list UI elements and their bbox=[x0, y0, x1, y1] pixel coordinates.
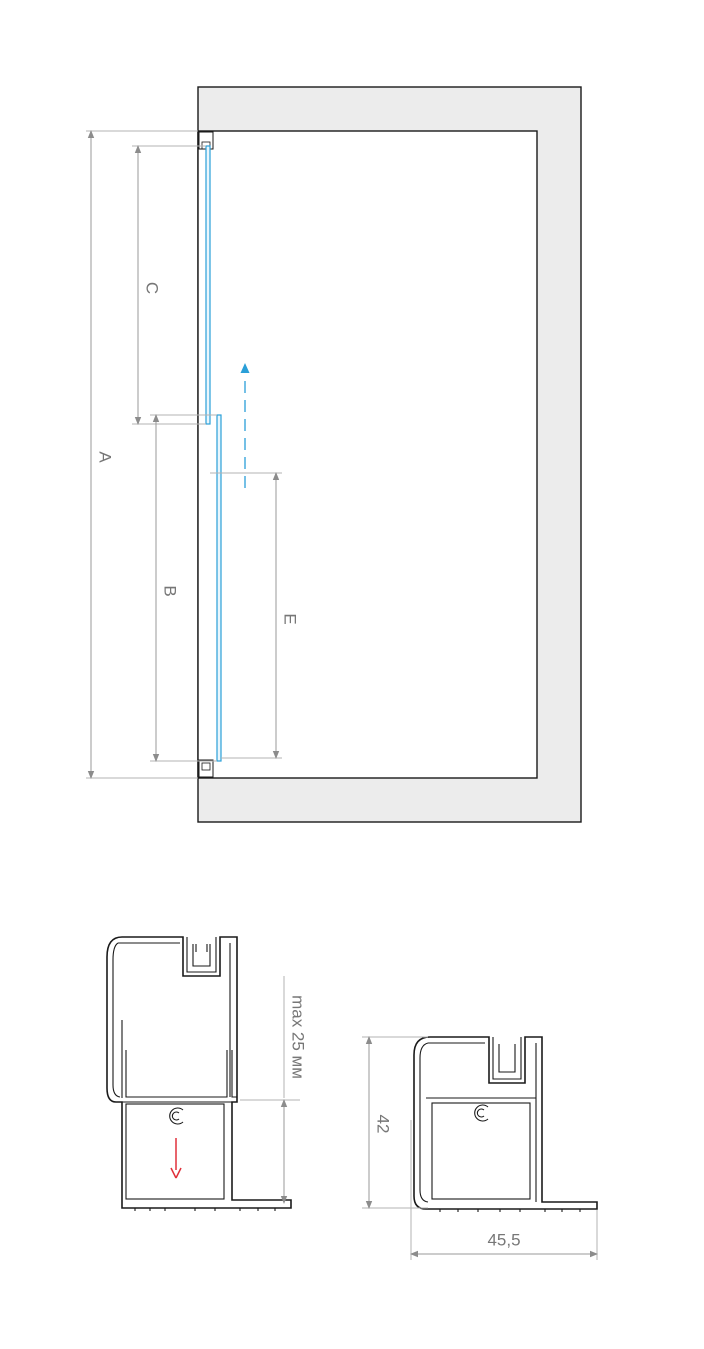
profile-section-left bbox=[106, 936, 292, 1211]
profile-left-handle-line bbox=[112, 942, 180, 1098]
label-a: A bbox=[96, 451, 115, 463]
profile-right-bottom-teeth bbox=[439, 1209, 581, 1212]
profile-right-lower-chamber bbox=[431, 1102, 531, 1200]
width-dimension: 45,5 bbox=[410, 1120, 598, 1260]
glass-panel-lower bbox=[216, 414, 222, 762]
profile-right-handle-line bbox=[419, 1042, 485, 1203]
profile-left-upper-chamber bbox=[121, 1020, 237, 1098]
profile-left-screw-channel bbox=[169, 1107, 184, 1125]
label-height: 42 bbox=[374, 1115, 393, 1134]
glass-panel-upper bbox=[205, 145, 211, 425]
bottom-rail-profile bbox=[198, 759, 214, 778]
label-max-gap: max 25 мм bbox=[289, 995, 308, 1079]
label-width: 45,5 bbox=[487, 1230, 520, 1249]
max-gap-dimension: max 25 мм bbox=[240, 976, 308, 1204]
profile-left-channel bbox=[186, 937, 217, 973]
profile-left-outer-contour bbox=[106, 936, 292, 1209]
press-direction-arrow bbox=[170, 1138, 182, 1179]
label-b: B bbox=[161, 585, 180, 596]
profile-section-right bbox=[413, 1036, 598, 1212]
label-e: E bbox=[281, 613, 300, 624]
profile-right-screw-channel bbox=[474, 1104, 489, 1122]
profile-right-outer-contour bbox=[413, 1036, 598, 1210]
label-c: C bbox=[143, 282, 162, 294]
profile-left-bottom-teeth bbox=[134, 1208, 276, 1211]
slide-direction-arrow bbox=[240, 363, 250, 488]
cabinet-opening bbox=[197, 130, 538, 779]
height-dimension: 42 bbox=[362, 1036, 428, 1209]
profile-right-channel bbox=[492, 1037, 522, 1080]
profile-left-lower-chamber bbox=[125, 1103, 225, 1200]
cabinet-plan-view: A C B E bbox=[86, 86, 582, 823]
